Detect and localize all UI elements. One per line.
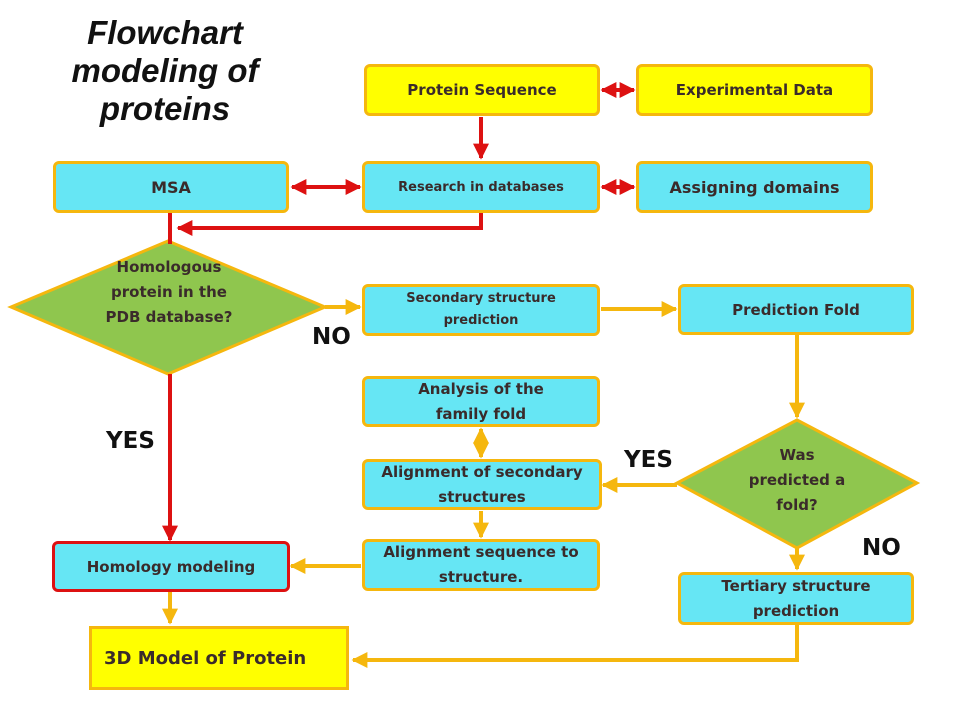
diagram-title: Flowchart modeling of proteins <box>71 14 259 127</box>
protein-sequence-box: Protein Sequence <box>364 64 600 116</box>
secondary-prediction-box: Secondary structure prediction <box>362 284 600 336</box>
homology-modeling-box: Homology modeling <box>52 541 290 592</box>
research-databases-box: Research in databases <box>362 161 600 213</box>
yes-fold-label: YES <box>624 447 673 473</box>
prediction-fold-box: Prediction Fold <box>678 284 914 335</box>
3d-model-box: 3D Model of Protein <box>89 626 349 690</box>
no-homologous-label: NO <box>312 324 351 350</box>
fold-question-label: Was predicted a fold? <box>748 446 846 514</box>
homologous-question-label: Homologous protein in the PDB database? <box>105 258 233 326</box>
arrow-research-to-diamond <box>176 213 483 236</box>
msa-box: MSA <box>53 161 289 213</box>
alignment-sequence-box: Alignment sequence to structure. <box>362 539 600 591</box>
tertiary-prediction-box: Tertiary structure prediction <box>678 572 914 625</box>
experimental-data-box: Experimental Data <box>636 64 873 116</box>
alignment-secondary-box: Alignment of secondary structures <box>362 459 602 510</box>
no-fold-label: NO <box>862 535 901 561</box>
yes-homologous-label: YES <box>106 428 155 454</box>
assigning-domains-box: Assigning domains <box>636 161 873 213</box>
arrow-tertiary-3d <box>351 625 799 668</box>
analysis-family-fold-box: Analysis of the family fold <box>362 376 600 427</box>
